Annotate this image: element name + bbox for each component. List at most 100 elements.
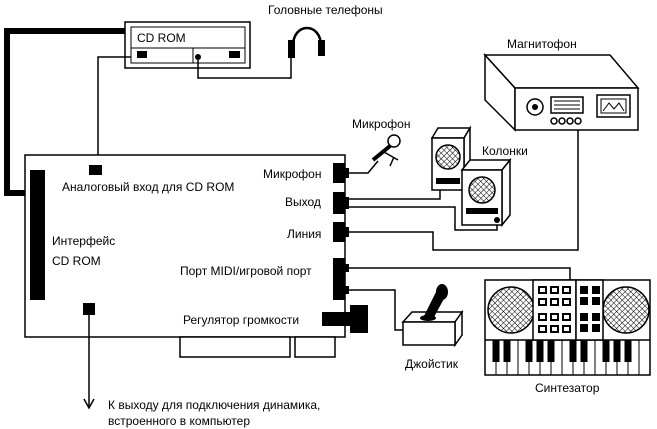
black-key (613, 340, 621, 362)
mic-port-jack (345, 168, 349, 178)
cdrom-interface-label-line2: CD ROM (52, 254, 101, 268)
tape-recorder-display-lines (554, 100, 580, 110)
cdrom-interface-cable (4, 28, 125, 196)
synthesizer-button-face (552, 288, 557, 292)
synthesizer-button-face (552, 327, 557, 331)
microphone-handle (371, 144, 392, 162)
line-port-connector (333, 222, 345, 242)
microphone-head (387, 134, 401, 148)
midi-port-pin-top (345, 264, 349, 272)
joystick (401, 284, 464, 348)
cdrom-headphone-jack (195, 54, 201, 60)
tape-recorder-vu-needle (602, 102, 625, 112)
midi-port-connector (333, 258, 345, 300)
synthesizer (484, 279, 651, 376)
tape-recorder-button (566, 117, 574, 125)
speakers (430, 125, 512, 228)
synthesizer-slider (592, 313, 600, 321)
mic-port-label: Микрофон (263, 167, 321, 181)
black-key (525, 340, 533, 362)
volume-label: Регулятор громкости (183, 313, 299, 327)
microphone-stand (383, 151, 399, 167)
cdrom-drive-front (130, 26, 246, 64)
synthesizer-slider (592, 286, 600, 294)
tape-recorder-cable (349, 130, 579, 251)
cdrom-drive-label: CD ROM (137, 31, 186, 45)
synthesizer-slider (580, 313, 588, 321)
analog-input-connector (89, 165, 102, 175)
headphones (288, 26, 325, 58)
synthesizer-slider (580, 324, 588, 332)
headphones-cable (197, 56, 292, 79)
synthesizer-button-face (552, 300, 557, 304)
synthesizer-button-face (564, 315, 569, 319)
internal-speaker-connector (83, 303, 95, 315)
synthesizer-button-face (540, 300, 545, 304)
volume-knob (322, 305, 368, 333)
sound-card: Аналоговый вход для CD ROM Интерфейс CD … (24, 154, 368, 358)
synthesizer-left-speaker (487, 286, 535, 334)
cdrom-analog-cable (97, 56, 131, 167)
out-port-label: Выход (285, 195, 321, 209)
tape-recorder-vu-window (600, 98, 627, 114)
cdrom-drive: CD ROM (124, 21, 251, 69)
headphones-right-cup (318, 40, 325, 56)
tape-recorder-button (550, 117, 558, 125)
synthesizer-label: Синтезатор (535, 381, 600, 395)
black-key (503, 340, 511, 362)
black-key (547, 340, 555, 362)
synthesizer-button-face (564, 288, 569, 292)
speaker-left-cone (435, 144, 461, 170)
synthesizer-button-face (540, 327, 545, 331)
tape-recorder (483, 53, 640, 132)
joystick-label: Джойстик (405, 357, 459, 371)
speakers-label: Колонки (482, 144, 528, 158)
black-key (602, 340, 610, 362)
synthesizer-keyboard (492, 340, 640, 375)
line-port-label: Линия (287, 227, 321, 241)
tape-recorder-label: Магнитофон (507, 37, 577, 51)
speaker-left-base (436, 178, 460, 184)
synthesizer-slider (592, 297, 600, 305)
tape-recorder-button (558, 117, 566, 125)
tape-recorder-knob-center (532, 104, 538, 110)
speaker-right-jack (494, 217, 500, 223)
out-port-connector (333, 192, 345, 214)
joystick-knob (436, 284, 448, 300)
microphone-label: Микрофон (352, 117, 410, 131)
speaker-right-cone (468, 176, 496, 204)
out-port-jack (345, 197, 349, 209)
tape-recorder-button (574, 117, 582, 125)
sound-card-board (24, 154, 346, 338)
microphone-cable (349, 160, 379, 174)
internal-speaker-label-line1: К выходу для подключения динамика, (108, 398, 320, 412)
speaker-cable-left (349, 190, 441, 200)
synthesizer-right-speaker (602, 286, 650, 334)
synthesizer-button-face (564, 327, 569, 331)
speaker-right-side (501, 157, 511, 228)
cdrom-interface-connector (30, 170, 45, 300)
microphone (371, 134, 401, 167)
speaker-right (460, 157, 512, 228)
synthesizer-slider (580, 297, 588, 305)
mic-port-connector (333, 163, 345, 183)
black-key (580, 340, 588, 362)
joystick-cable (349, 289, 403, 331)
cdrom-drive-led (137, 51, 147, 58)
speaker-cable-right (349, 206, 498, 231)
bus-edge-connector-main (179, 336, 291, 358)
internal-speaker-label-line2: встроенного в компьютер (108, 414, 250, 428)
arrow-down-icon (83, 398, 95, 410)
black-key (624, 340, 632, 362)
cdrom-drive-eject (229, 51, 240, 58)
headphones-left-cup (288, 40, 295, 58)
midi-port-pin-bottom (345, 286, 349, 294)
synthesizer-slider (580, 286, 588, 294)
synthesizer-button-face (552, 315, 557, 319)
bus-edge-connector-short (294, 336, 336, 358)
cdrom-drive-case (124, 21, 251, 69)
line-port-jack (345, 227, 349, 237)
synthesizer-slider (592, 324, 600, 332)
volume-knob-shaft (322, 312, 354, 326)
